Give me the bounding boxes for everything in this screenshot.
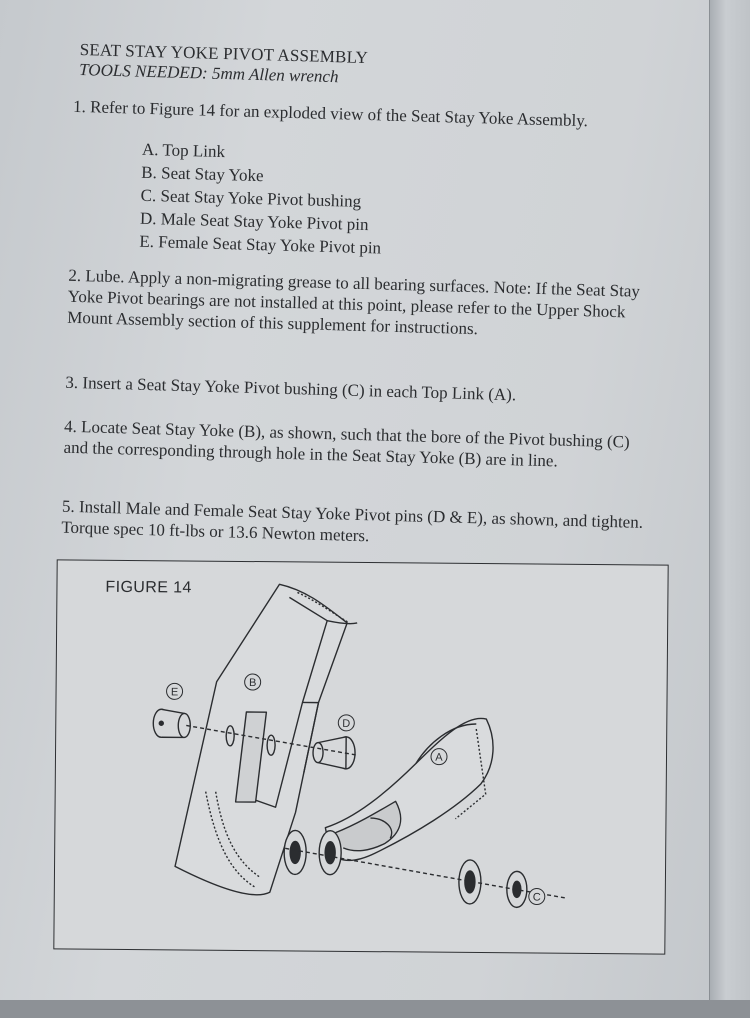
step-1: 1. Refer to Figure 14 for an exploded vi… <box>72 96 589 131</box>
svg-text:D: D <box>342 718 350 730</box>
svg-text:E: E <box>171 686 178 698</box>
step-5: 5. Install Male and Female Seat Stay Yok… <box>61 496 644 546</box>
bushing-c-drawing <box>458 859 528 909</box>
svg-text:A: A <box>435 752 443 764</box>
top-link-drawing <box>324 717 494 862</box>
callout-e: E <box>166 682 184 700</box>
figure-14: FIGURE 14 <box>53 559 669 955</box>
pin-d-drawing <box>312 736 356 770</box>
parts-list: A. Top Link B. Seat Stay Yoke C. Seat St… <box>139 138 384 260</box>
pin-e-drawing <box>152 708 191 739</box>
seat-stay-yoke-drawing <box>174 583 358 896</box>
exploded-view-diagram: E B D A C <box>152 583 565 909</box>
step-4: 4. Locate Seat Stay Yoke (B), as shown, … <box>63 416 630 471</box>
step-3: 3. Insert a Seat Stay Yoke Pivot bushing… <box>65 372 517 405</box>
step-2: 2. Lube. Apply a non-migrating grease to… <box>66 265 641 339</box>
callout-a: A <box>430 748 448 766</box>
callout-b: B <box>244 673 262 691</box>
svg-text:C: C <box>533 892 541 904</box>
callout-d: D <box>337 714 355 732</box>
facing-page-edge <box>709 0 750 1000</box>
svg-text:B: B <box>249 677 256 689</box>
bushing-left-drawing <box>283 829 342 876</box>
callout-c: C <box>528 888 546 906</box>
